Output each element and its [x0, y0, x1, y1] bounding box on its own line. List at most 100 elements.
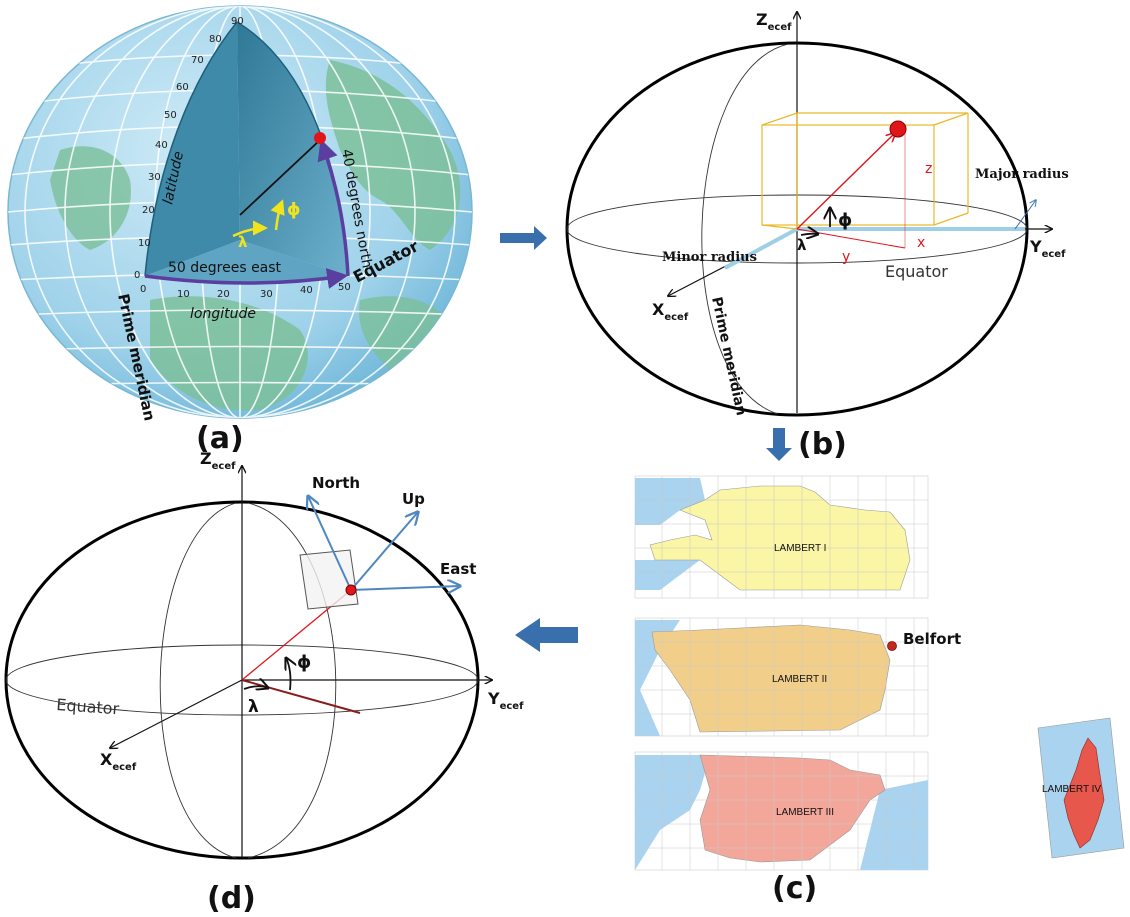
position-vector	[239, 139, 321, 216]
z-component-label: z	[925, 161, 932, 177]
z-axis-sub-b: ecef	[768, 22, 792, 33]
panel-c-maps: LAMBERT I Belfort LAMBERT II LAM	[634, 475, 1125, 871]
phi-arrow	[270, 199, 285, 231]
x-axis-letter-b: X	[652, 300, 665, 319]
panel-b-ellipsoid: λ ϕ z x y Major radius Minor radius Equa…	[565, 10, 1069, 418]
map-lambert-1: LAMBERT I	[634, 475, 929, 599]
lambda-arrow-d	[243, 686, 268, 689]
map-lambert-3: LAMBERT III	[634, 751, 929, 871]
phi-arrow-d	[286, 658, 291, 691]
minor-radius-line	[724, 227, 798, 270]
caption-c: (c)	[772, 871, 817, 906]
lambda-label-d: λ	[248, 697, 259, 717]
y-component-label: y	[842, 249, 850, 265]
phi-label-b: ϕ	[838, 210, 852, 231]
zone-2-label: LAMBERT II	[772, 674, 827, 685]
y-axis-sub-d: ecef	[500, 701, 524, 712]
meridian-left-d	[159, 502, 237, 859]
x-axis-sub-b: ecef	[664, 312, 688, 323]
deg-east-label: 50 degrees east	[168, 260, 282, 276]
lon-tick-0: 0	[140, 284, 146, 295]
latitude-arc	[317, 139, 350, 277]
wedge-east-face	[237, 22, 348, 276]
x-component-label: x	[917, 235, 925, 251]
z-axis-letter-b: Z	[756, 10, 768, 29]
x-axis-d	[110, 679, 243, 748]
z-axis-label-d: Zecef	[200, 449, 236, 472]
map-3-grid	[635, 752, 928, 870]
east-label: East	[440, 560, 476, 578]
lon-tick-20: 20	[217, 289, 230, 300]
y-axis-sub-b: ecef	[1042, 249, 1066, 260]
lon-tick-50: 50	[338, 282, 351, 293]
position-vector-b	[796, 133, 895, 230]
projection-line-d	[241, 679, 361, 714]
y-axis-label-b: Yecef	[1029, 237, 1066, 260]
point-marker-d	[345, 584, 357, 596]
lat-tick-0: 0	[134, 270, 140, 281]
prime-meridian-arc	[701, 43, 789, 415]
minor-radius-label: Minor radius	[662, 250, 757, 265]
lambda-arrow-b	[800, 234, 818, 235]
zone-4-fill	[1063, 737, 1105, 849]
map-1-grid	[635, 476, 928, 598]
z-axis-label-b: Zecef	[756, 10, 792, 33]
point-marker	[314, 132, 326, 144]
caption-a: (a)	[196, 421, 244, 456]
zone-4-label: LAMBERT IV	[1042, 784, 1101, 795]
panel-d-ellipsoid: λ ϕ North Up East Equator Zecef Yecef Xe…	[4, 449, 524, 860]
lat-tick-90: 90	[231, 16, 244, 27]
lon-tick-40: 40	[300, 285, 313, 296]
lon-tick-10: 10	[177, 289, 190, 300]
y-axis-label-d: Yecef	[487, 689, 524, 712]
up-label: Up	[402, 490, 425, 508]
longitude-arc	[144, 268, 349, 289]
zone-2-fill	[651, 624, 891, 733]
arrow-c-to-d	[515, 618, 578, 652]
prime-meridian-label-b: Prime meridian	[708, 296, 749, 418]
wedge-west-face	[145, 22, 240, 276]
up-vector	[350, 512, 418, 591]
lat-tick-10: 10	[138, 238, 151, 249]
y-axis-letter-b: Y	[1029, 237, 1042, 256]
major-radius-label: Major radius	[975, 167, 1069, 182]
arrow-a-to-b	[500, 226, 547, 250]
lat-tick-40: 40	[155, 140, 168, 151]
zone-3-label: LAMBERT III	[776, 807, 834, 818]
z-axis-letter-d: Z	[200, 449, 212, 468]
latitude-ticks: 90 80 70 60 50 40 30 20 10 0	[134, 16, 244, 281]
zone-1-fill	[649, 485, 911, 591]
panel-a-globe: λ ϕ 90 80 70 60 50 40 30 20 10 0 0 10 20…	[7, 5, 473, 423]
lon-tick-30: 30	[260, 289, 273, 300]
wedge-floor	[145, 240, 348, 282]
longitude-label: longitude	[190, 306, 256, 322]
zone-1-label: LAMBERT I	[774, 543, 826, 554]
phi-label: ϕ	[287, 200, 301, 220]
caption-b: (b)	[798, 427, 847, 462]
point-marker-b	[889, 120, 907, 138]
phi-label-d: ϕ	[297, 652, 311, 673]
x-axis-label-b: Xecef	[652, 300, 689, 323]
map-lambert-4: LAMBERT IV	[1037, 717, 1125, 859]
north-label: North	[312, 474, 360, 492]
x-axis-label-d: Xecef	[100, 750, 137, 773]
equator-label-d: Equator	[56, 695, 120, 718]
tangent-plane	[299, 549, 359, 610]
north-vector	[308, 496, 352, 591]
lat-tick-70: 70	[191, 55, 204, 66]
longitude-ticks: 0 10 20 30 40 50	[140, 282, 351, 300]
lat-tick-50: 50	[164, 110, 177, 121]
lambda-label-b: λ	[797, 236, 807, 254]
lat-tick-20: 20	[142, 205, 155, 216]
belfort-marker	[887, 641, 897, 651]
z-axis-sub-d: ecef	[212, 461, 236, 472]
east-vector	[350, 586, 460, 590]
map-2-grid	[635, 618, 928, 736]
lambda-arrow	[232, 220, 268, 238]
projection-line	[796, 228, 906, 249]
x-axis-sub-d: ecef	[112, 762, 136, 773]
arrow-b-to-c	[766, 428, 792, 461]
lat-tick-80: 80	[209, 34, 222, 45]
caption-d: (d)	[207, 881, 256, 916]
